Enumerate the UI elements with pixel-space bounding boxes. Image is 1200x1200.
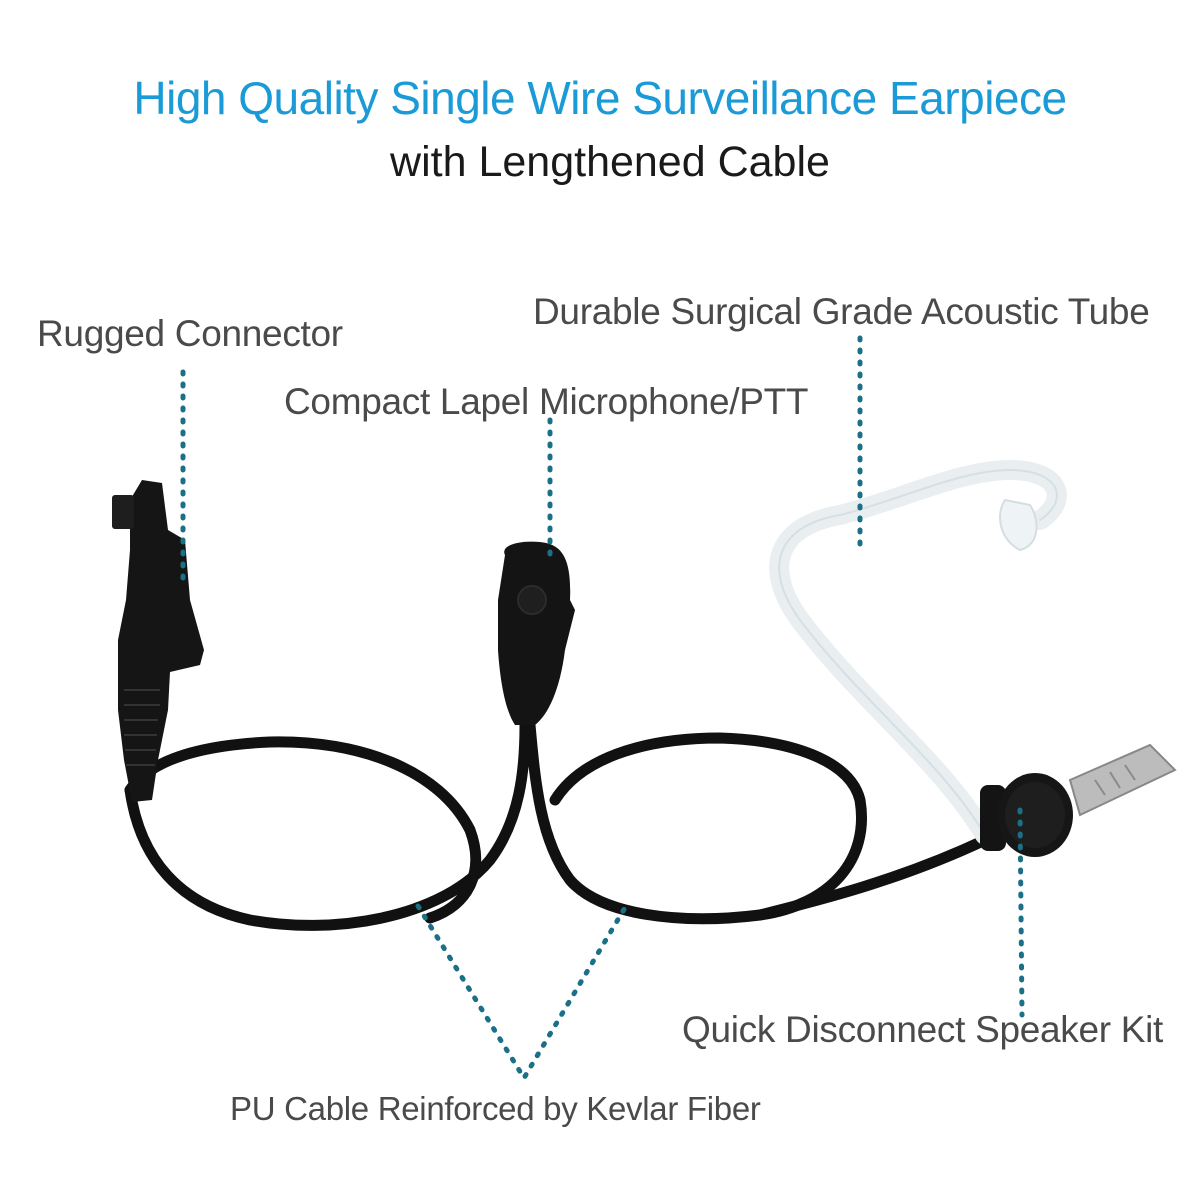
alligator-clip-icon: [1068, 743, 1177, 817]
callout-pu-cable: PU Cable Reinforced by Kevlar Fiber: [230, 1090, 761, 1127]
leader-lines: [180, 335, 1025, 1083]
acoustic-tube-icon: [769, 459, 1067, 845]
connector-icon: [112, 480, 204, 802]
callout-acoustic-tube: Durable Surgical Grade Acoustic Tube: [533, 291, 1150, 332]
page-title: High Quality Single Wire Surveillance Ea…: [133, 72, 1067, 124]
speaker-kit-icon: [980, 773, 1073, 857]
lapel-microphone-icon: [498, 541, 575, 725]
callout-lapel-mic: Compact Lapel Microphone/PTT: [284, 381, 809, 422]
callout-speaker-kit: Quick Disconnect Speaker Kit: [682, 1009, 1164, 1050]
coiled-cable: [124, 719, 991, 931]
page-subtitle: with Lengthened Cable: [390, 138, 830, 186]
callout-rugged-connector: Rugged Connector: [37, 313, 343, 354]
